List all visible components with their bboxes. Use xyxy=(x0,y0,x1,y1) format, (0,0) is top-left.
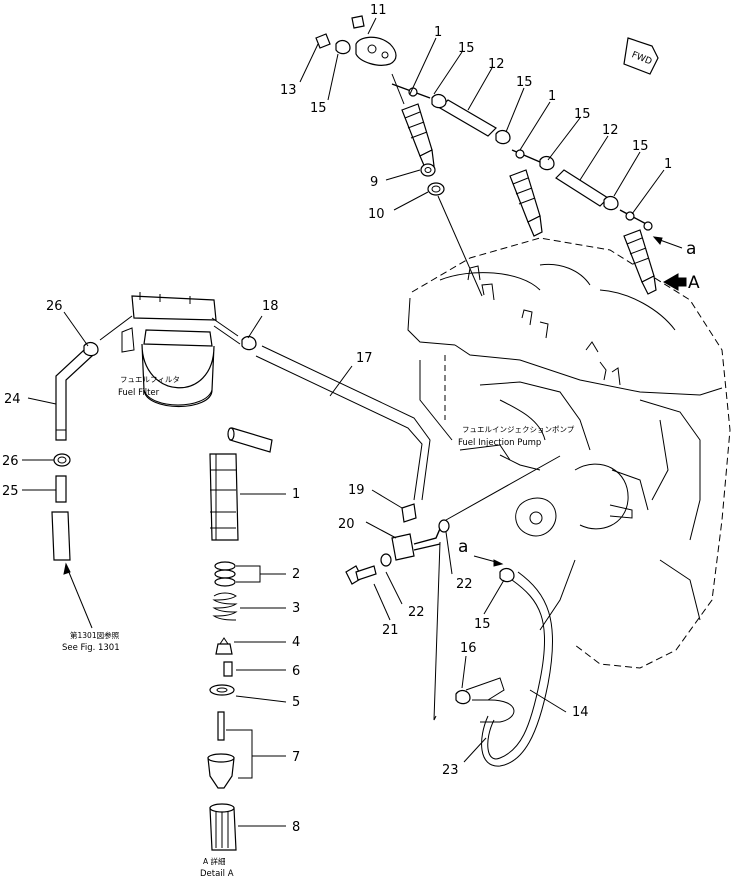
detail-a-spring-3 xyxy=(212,592,238,621)
leak-off-hose-12-a xyxy=(431,93,511,145)
engine-injector-risers xyxy=(467,265,621,386)
detail-callout-3: 3 xyxy=(292,601,300,616)
banjo-fitting-20 xyxy=(391,523,443,721)
detail-a-injector-body-1 xyxy=(209,427,273,541)
detail-callout-6: 6 xyxy=(292,664,300,679)
leak-off-pipe-2 xyxy=(511,149,555,171)
return-pipe-23 xyxy=(455,677,515,723)
bolt-21 xyxy=(345,565,377,585)
callout-15-b: 15 xyxy=(516,75,533,90)
callout-9: 9 xyxy=(370,175,378,190)
callout-12-a: 12 xyxy=(488,57,505,72)
callout-26-b: 26 xyxy=(2,454,19,469)
callout-numbers: 11 1 15 12 15 1 15 12 15 1 13 15 9 10 26… xyxy=(2,3,672,835)
detail-a-seat-4 xyxy=(215,637,233,655)
fwd-badge: FWD xyxy=(623,37,659,75)
callout-26-a: 26 xyxy=(46,299,63,314)
clip-26-top xyxy=(83,341,99,357)
leak-off-hose-12-b xyxy=(555,169,619,211)
pump-connection-line xyxy=(445,455,561,521)
callout-19: 19 xyxy=(348,483,365,498)
return-hose-14 xyxy=(481,567,554,767)
washer-to-engine-line xyxy=(437,195,483,297)
detail-callout-2: 2 xyxy=(292,567,300,582)
see-fig-label-en: See Fig. 1301 xyxy=(62,643,120,653)
cap-13 xyxy=(315,33,331,49)
a-arrow-mid: a xyxy=(458,537,504,567)
see-fig-note: 第1301図参照 See Fig. 1301 xyxy=(62,562,120,653)
detail-callout-1: 1 xyxy=(292,487,300,502)
gasket-9 xyxy=(420,163,436,177)
callout-18: 18 xyxy=(262,299,279,314)
detail-callout-5: 5 xyxy=(292,695,300,710)
callout-24: 24 xyxy=(4,392,21,407)
engine-block xyxy=(407,237,731,669)
callout-21: 21 xyxy=(382,623,399,638)
view-a-arrow: A xyxy=(662,273,700,293)
fuel-filter-label-en: Fuel Filter xyxy=(118,388,160,398)
a-label-mid: a xyxy=(458,537,468,557)
callout-1-top-a: 1 xyxy=(434,25,442,40)
detail-a-pin-6 xyxy=(223,661,233,677)
fuel-hose-17 xyxy=(241,335,431,501)
callout-16: 16 xyxy=(460,641,477,656)
injector-clamp-11 xyxy=(351,15,397,66)
leak-off-pipe-3 xyxy=(619,209,653,231)
callout-1-top-c: 1 xyxy=(664,157,672,172)
clip-15-top-left xyxy=(335,39,351,55)
detail-a-spacer-5 xyxy=(209,684,235,696)
washer-22-left xyxy=(380,553,392,567)
fuel-filter xyxy=(99,292,241,407)
clip-26-lower xyxy=(53,453,71,467)
callout-23: 23 xyxy=(442,763,459,778)
injection-pump-label-jp: フュエルインジェクションポンプ xyxy=(462,425,575,434)
hose-25 xyxy=(55,475,67,503)
detail-callout-8: 8 xyxy=(292,820,300,835)
detail-a-retaining-nut-8 xyxy=(209,803,237,851)
detail-a-nozzle-7 xyxy=(207,711,235,789)
callout-15-e: 15 xyxy=(310,101,327,116)
callout-10: 10 xyxy=(368,207,385,222)
callout-12-b: 12 xyxy=(602,123,619,138)
callout-15-f: 15 xyxy=(474,617,491,632)
view-a-label: A xyxy=(688,273,700,293)
callout-25: 25 xyxy=(2,484,19,499)
callout-15-c: 15 xyxy=(574,107,591,122)
top-injector-3 xyxy=(623,229,657,295)
callout-1-top-b: 1 xyxy=(548,89,556,104)
washer-22-right xyxy=(438,519,450,533)
a-label-top: a xyxy=(686,239,696,259)
leader-lines xyxy=(22,17,665,827)
callout-22-b: 22 xyxy=(408,605,425,620)
callout-13: 13 xyxy=(280,83,297,98)
detail-callout-7: 7 xyxy=(292,750,300,765)
hose-24 xyxy=(55,349,93,441)
callout-15-d: 15 xyxy=(632,139,649,154)
callout-20: 20 xyxy=(338,517,355,532)
callout-22-a: 22 xyxy=(456,577,473,592)
a-arrow-top: a xyxy=(652,236,696,259)
banjo-fitting-19 xyxy=(401,503,417,523)
callout-14: 14 xyxy=(572,705,589,720)
see-fig-label-jp: 第1301図参照 xyxy=(70,630,120,640)
injection-pump-label-en: Fuel Injection Pump xyxy=(458,438,541,448)
callout-11: 11 xyxy=(370,3,387,18)
top-injector-2 xyxy=(509,169,543,237)
washer-10 xyxy=(427,182,445,196)
detail-a-label-en: Detail A xyxy=(200,869,234,877)
detail-a-shims-2 xyxy=(214,561,236,587)
callout-17: 17 xyxy=(356,351,373,366)
detail-a-label-jp: A 詳細 xyxy=(203,856,226,866)
detail-callout-4: 4 xyxy=(292,635,300,650)
fuel-filter-label-jp: フュエルフィルタ xyxy=(120,375,180,384)
fuel-line-lower xyxy=(51,511,71,561)
callout-15-a: 15 xyxy=(458,41,475,56)
